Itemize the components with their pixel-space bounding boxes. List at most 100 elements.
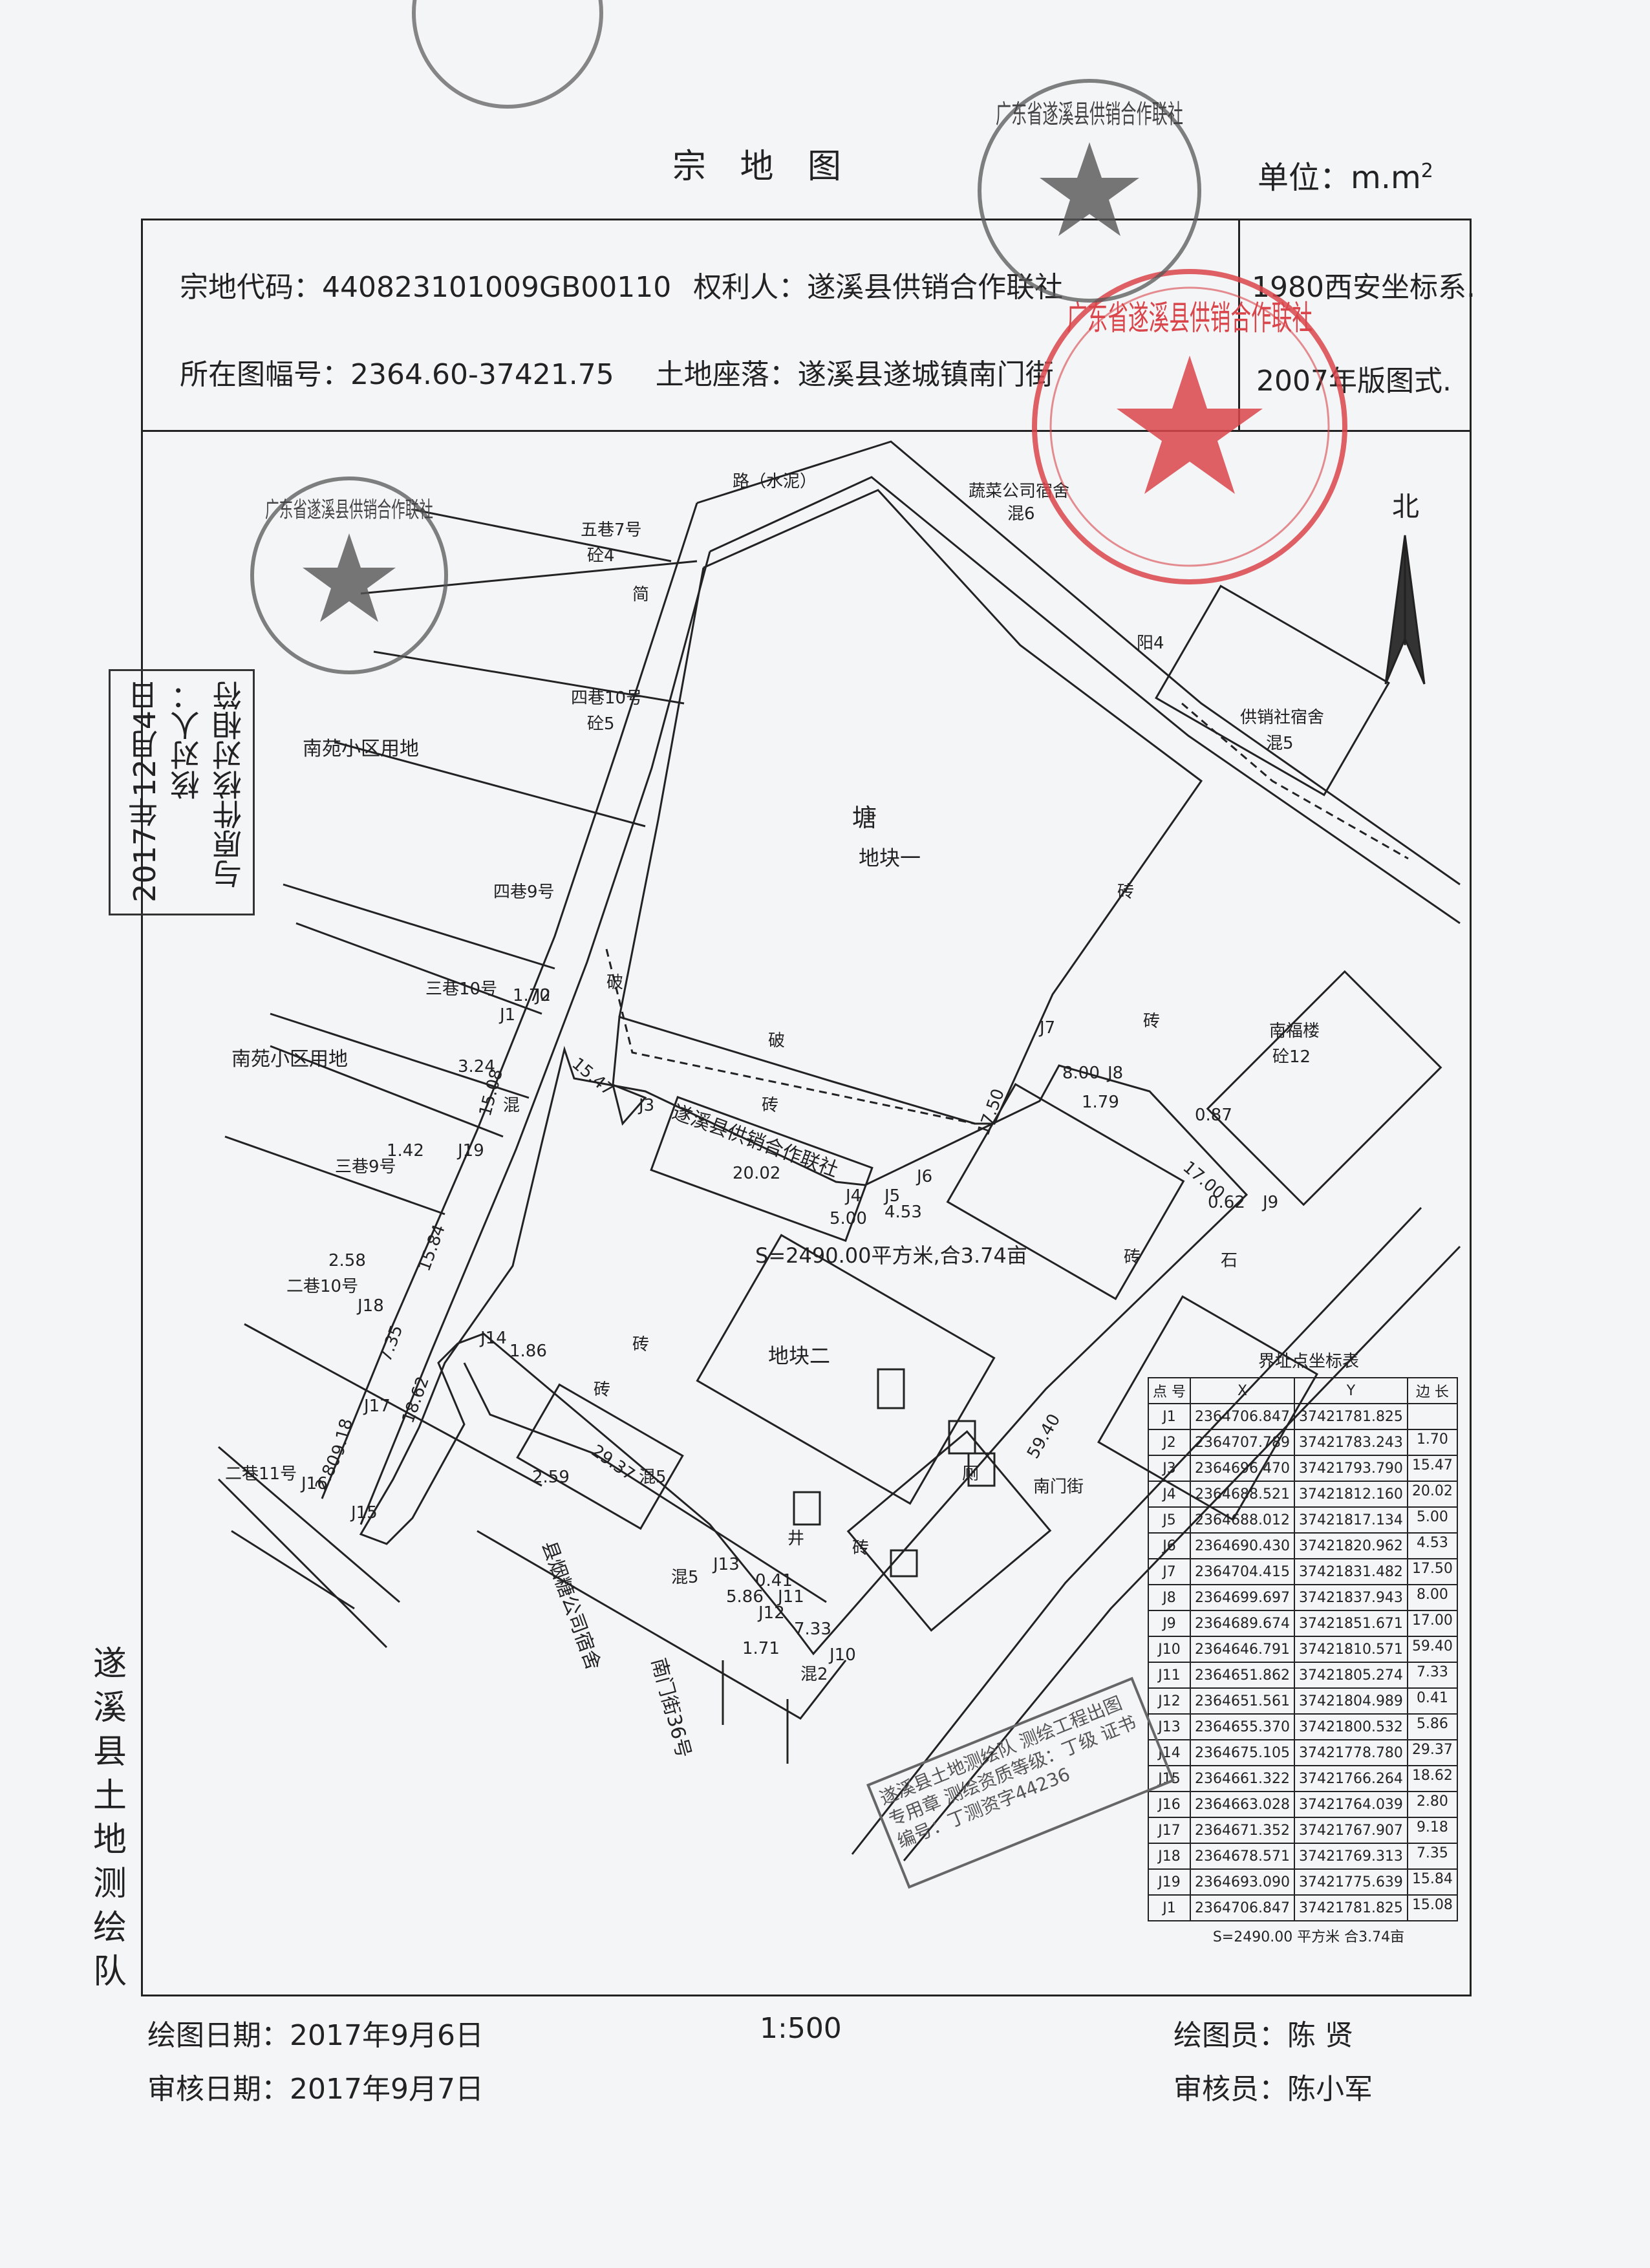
dist-9-18: 9.18 [328, 1417, 357, 1458]
label-brick-1: 砖 [1117, 883, 1134, 902]
header-box: 宗地代码：440823101009GB00110 权利人：遂溪县供销合作联社 所… [141, 219, 1240, 432]
coord-cell: 2364696.470 [1190, 1455, 1295, 1482]
coord-cell: 37421810.571 [1293, 1636, 1408, 1663]
map-style: 2007年版图式. [1256, 365, 1452, 398]
coord-cell: J19 [1148, 1868, 1191, 1896]
drawer-name: 陈 贤 [1287, 2019, 1353, 2052]
label-jian: 简 [632, 585, 649, 604]
star-icon [1040, 142, 1139, 236]
coord-cell: J17 [1148, 1817, 1191, 1844]
coord-cell: J16 [1148, 1791, 1191, 1818]
drawer-row: 绘图员：陈 贤 [1173, 2012, 1353, 2053]
owner-label: 权利人： [693, 271, 808, 304]
point-j19: J19 [456, 1141, 484, 1161]
coord-cell: 2364663.028 [1190, 1791, 1295, 1818]
label-road-top: 路（水泥） [733, 472, 817, 491]
coord-cell: 37421812.160 [1293, 1481, 1408, 1508]
coord-cell: 2364651.862 [1190, 1662, 1295, 1689]
coord-cell: 37421775.639 [1293, 1868, 1408, 1896]
coord-cell: 2364707.789 [1190, 1429, 1295, 1456]
dist-1-42: 1.42 [387, 1141, 424, 1161]
coord-cell: 2364688.012 [1190, 1506, 1295, 1534]
review-date: 2017年9月7日 [290, 2073, 484, 2106]
dist-59-40: 59.40 [1023, 1411, 1064, 1462]
gray-seal-corner [412, 0, 603, 109]
road-top-left [696, 440, 1461, 886]
coord-cell: 2364675.105 [1190, 1739, 1295, 1766]
coord-cell: 2364690.430 [1190, 1532, 1295, 1559]
coord-cell: J4 [1148, 1481, 1191, 1508]
edge-length-cell: 5.86 [1406, 1713, 1458, 1740]
verify-date: 2017年12月4日 [127, 681, 162, 903]
coord-cell: 2364671.352 [1190, 1817, 1295, 1844]
coord-cell: 2364688.521 [1190, 1481, 1295, 1508]
coord-cell: 37421783.243 [1293, 1429, 1408, 1456]
edge-length-cell: 29.37 [1406, 1739, 1458, 1766]
label-stone: 石 [1221, 1251, 1238, 1270]
dist-1-79: 1.79 [1082, 1093, 1119, 1112]
parcel-map: 北 路（水泥） 蔬菜公司宿舍 混6 塘 地块一 地块二 南苑小区用地 南苑小区用… [217, 440, 1461, 1861]
drawer-label: 绘图员： [1173, 2019, 1287, 2052]
label-brick-7: 砖 [1143, 1012, 1160, 1031]
coord-header-cell: Y [1293, 1377, 1408, 1404]
edge-length-cell: 7.33 [1406, 1662, 1458, 1689]
dist-8-00: 8.00 [1062, 1064, 1100, 1083]
parcel-code-label: 宗地代码： [180, 271, 322, 304]
gray-seal-top-text: 广东省遂溪县供销合作联社 [996, 100, 1183, 129]
coord-cell: J14 [1148, 1739, 1191, 1766]
reviewer-row: 审核员：陈小军 [1173, 2066, 1373, 2107]
dist-2-58: 2.58 [328, 1251, 366, 1270]
edge-length-cell: 2.80 [1406, 1791, 1458, 1818]
coord-cell: 37421851.671 [1293, 1610, 1408, 1637]
label-alley2-11: 二巷11号 [225, 1464, 297, 1484]
side-text: 遂溪县土地测绘队 [92, 1645, 127, 1991]
coord-cell: 2364699.697 [1190, 1584, 1295, 1611]
unit-text: 单位：m.m [1258, 160, 1421, 196]
point-j4: J4 [844, 1186, 861, 1206]
coord-cell: 37421769.313 [1293, 1843, 1408, 1870]
gray-seal-left: 广东省遂溪县供销合作联社 [250, 476, 448, 674]
point-j14: J14 [479, 1329, 507, 1348]
coord-cell: 37421766.264 [1293, 1765, 1408, 1792]
edge-length-cell: 1.70 [1406, 1429, 1458, 1456]
label-block1: 地块一 [859, 846, 921, 870]
coord-cell: J8 [1148, 1584, 1191, 1611]
north-label: 北 [1392, 491, 1419, 522]
point-j3: J3 [638, 1096, 654, 1115]
dist-18-62: 18.62 [398, 1374, 433, 1426]
label-brick-3: 砖 [1124, 1248, 1141, 1267]
red-seal: 广东省遂溪县供销合作联社 [1032, 269, 1347, 584]
edge-length-cell: 59.40 [1406, 1636, 1458, 1663]
point-j16: J16 [300, 1474, 328, 1493]
coord-system: 1980西安坐标系. [1252, 271, 1475, 304]
dist-0-87: 0.87 [1195, 1106, 1232, 1125]
coord-header-cell: 边 长 [1406, 1377, 1458, 1404]
draw-date: 2017年9月6日 [290, 2019, 484, 2052]
point-j18: J18 [356, 1296, 384, 1316]
unit-label: 单位：m.m2 [1258, 152, 1433, 197]
parcel-code: 440823101009GB00110 [322, 271, 672, 304]
edge-length-cell [1406, 1403, 1458, 1430]
point-j7: J7 [1038, 1018, 1055, 1038]
reviewer-name: 陈小军 [1287, 2073, 1373, 2106]
dist-15-47: 15.47 [568, 1054, 617, 1100]
edge-length-cell: 8.00 [1406, 1584, 1458, 1611]
road-left [321, 502, 698, 1499]
coord-cell: 2364706.847 [1190, 1894, 1295, 1921]
coord-cell: J15 [1148, 1765, 1191, 1792]
point-j9: J9 [1261, 1193, 1278, 1212]
label-broken-2: 破 [768, 1031, 785, 1051]
dist-4-53: 4.53 [884, 1203, 922, 1222]
coord-cell: 2364655.370 [1190, 1713, 1295, 1740]
dist-1-71: 1.71 [742, 1639, 780, 1658]
